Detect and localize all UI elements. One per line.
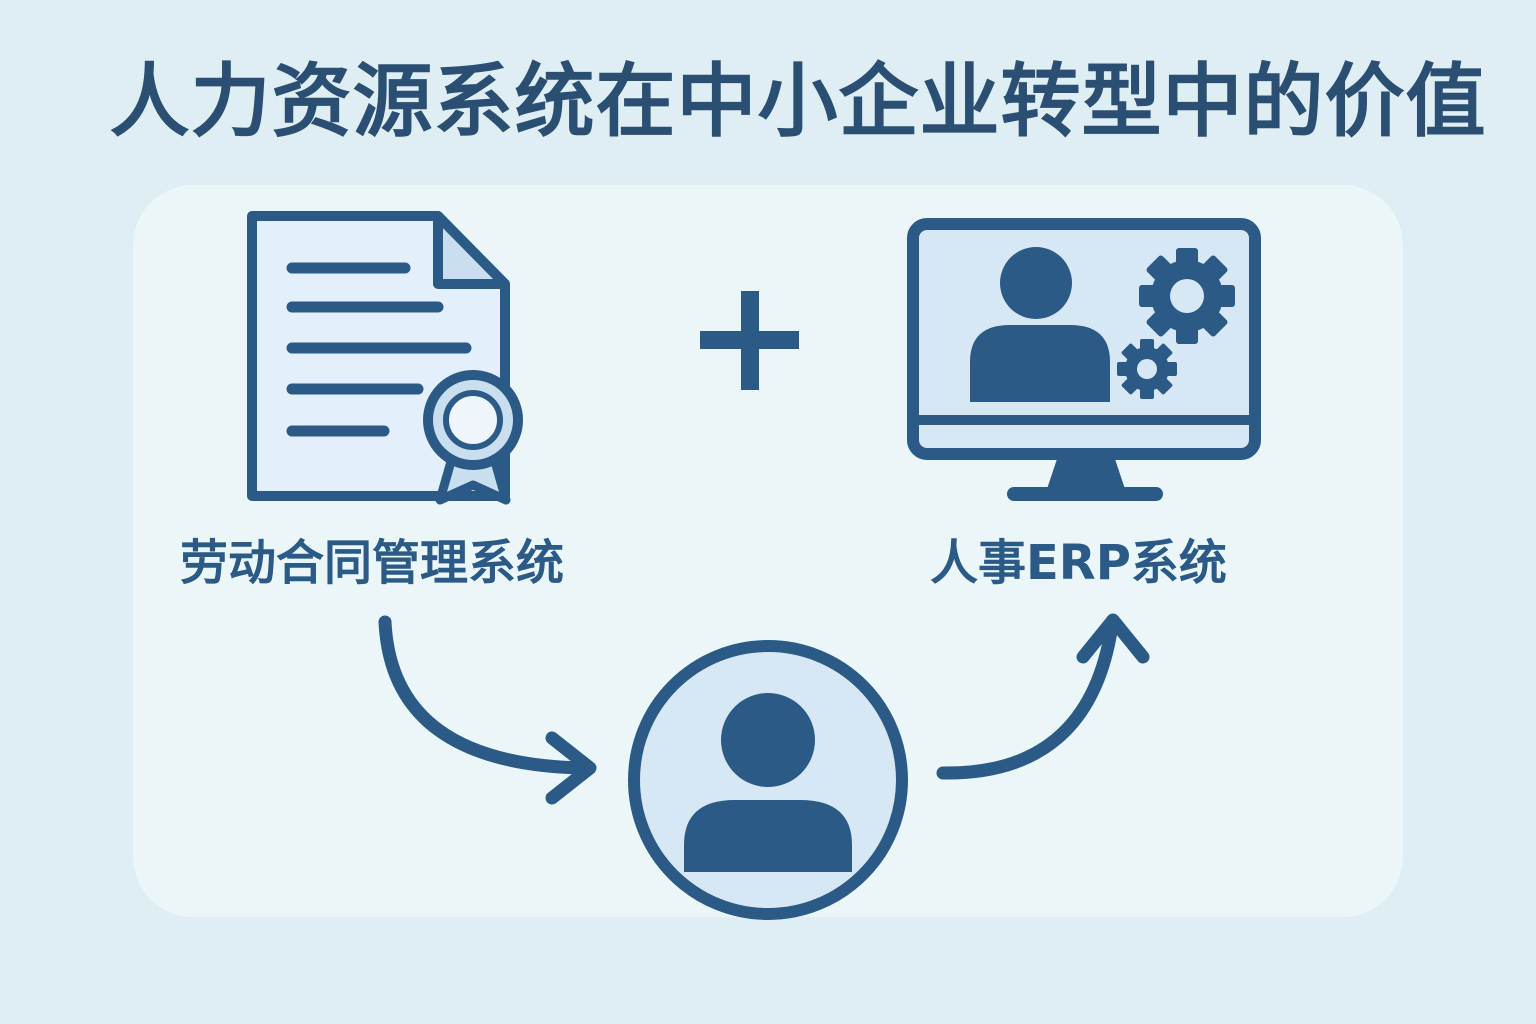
large-gear-icon (1139, 248, 1235, 344)
arrow-to-user-icon (378, 615, 597, 805)
arrow-from-user-icon (936, 613, 1150, 780)
page-title: 人力资源系统在中小企业转型中的价值 (109, 55, 1487, 148)
contract-system-label: 劳动合同管理系统 (180, 535, 565, 591)
monitor-user-icon (970, 247, 1110, 402)
small-gear-icon (1117, 339, 1177, 399)
plus-icon (700, 291, 799, 390)
document-text-lines (286, 262, 472, 437)
contract-document-icon (247, 211, 523, 505)
computer-user-gears-icon (907, 218, 1261, 501)
user-circle-icon (628, 640, 908, 920)
hr-erp-system-label: 人事ERP系统 (930, 535, 1227, 591)
certificate-seal-icon (423, 370, 523, 505)
